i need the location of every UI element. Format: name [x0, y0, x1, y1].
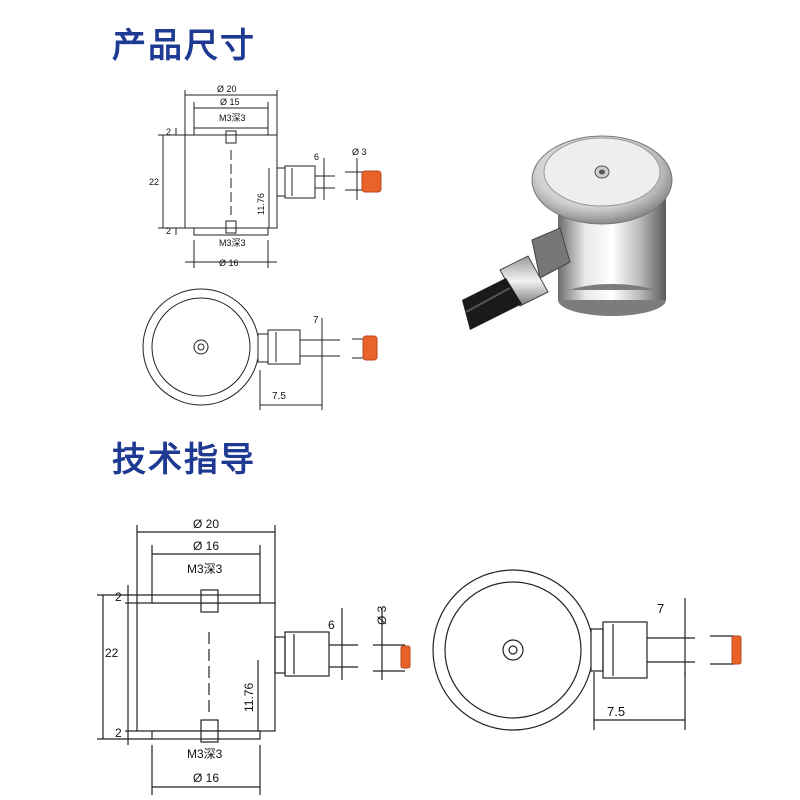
dim-large-thread-top: M3深3: [187, 562, 223, 576]
small-top-labels: 7 7.5: [272, 315, 319, 402]
dim-small-outer-diameter: Ø 20: [217, 84, 237, 94]
cable-tip-large-front: [400, 645, 411, 669]
large-top-view: [432, 569, 735, 731]
dim-small-inner-diameter-top: Ø 15: [220, 97, 240, 107]
dim-small-cable-diameter: Ø 3: [352, 147, 367, 157]
dim-large-inner-diameter-top: Ø 16: [193, 539, 219, 553]
large-top-labels: 7 7.5: [607, 601, 664, 719]
large-front-view: [97, 525, 405, 795]
dim-small-connector-width: 6: [314, 152, 319, 162]
small-front-labels: Ø 20 Ø 15 M3深3 M3深3 Ø 16 22 2 2 6 Ø 3 11…: [149, 84, 367, 268]
dim-small-thread-top: M3深3: [219, 113, 246, 123]
dim-small-flange-top: 2: [166, 127, 171, 137]
section-title-technical-guidance: 技术指导: [112, 440, 256, 480]
dim-large-flange-bottom: 2: [115, 726, 122, 740]
dim-large-inner-diameter-bottom: Ø 16: [193, 771, 219, 785]
small-front-view: [158, 90, 365, 268]
dim-small-inner-diameter-bottom: Ø 16: [219, 258, 239, 268]
dim-small-flange-bottom: 2: [166, 226, 171, 236]
load-cell-render: [462, 135, 673, 330]
dim-small-thread-bottom: M3深3: [219, 238, 246, 248]
large-front-labels: Ø 20 Ø 16 M3深3 M3深3 Ø 16 22 2 2 6 Ø 3 11…: [105, 517, 389, 785]
dim-large-outer-diameter: Ø 20: [193, 517, 219, 531]
cable-tip-small-front: [361, 170, 382, 193]
dim-large-connector-width: 6: [328, 618, 335, 632]
dim-large-connector-length: 7: [657, 601, 664, 616]
dim-large-connector-offset: 7.5: [607, 704, 625, 719]
dim-large-cable-diameter: Ø 3: [375, 605, 389, 625]
dim-small-connector-height: 11.76: [256, 193, 266, 215]
dim-small-connector-length: 7: [313, 315, 319, 326]
dim-large-thread-bottom: M3深3: [187, 747, 223, 761]
dim-small-total-height: 22: [149, 177, 159, 187]
cable-tip-large-top: [731, 635, 742, 665]
dim-large-flange-top: 2: [115, 590, 122, 604]
dim-large-total-height: 22: [105, 646, 119, 660]
section-title-product-dimensions: 产品尺寸: [112, 26, 256, 66]
dim-large-connector-height: 11.76: [242, 683, 256, 712]
small-top-view: [142, 288, 366, 410]
cable-tip-small-top: [362, 335, 378, 361]
dim-small-connector-offset: 7.5: [272, 391, 286, 402]
